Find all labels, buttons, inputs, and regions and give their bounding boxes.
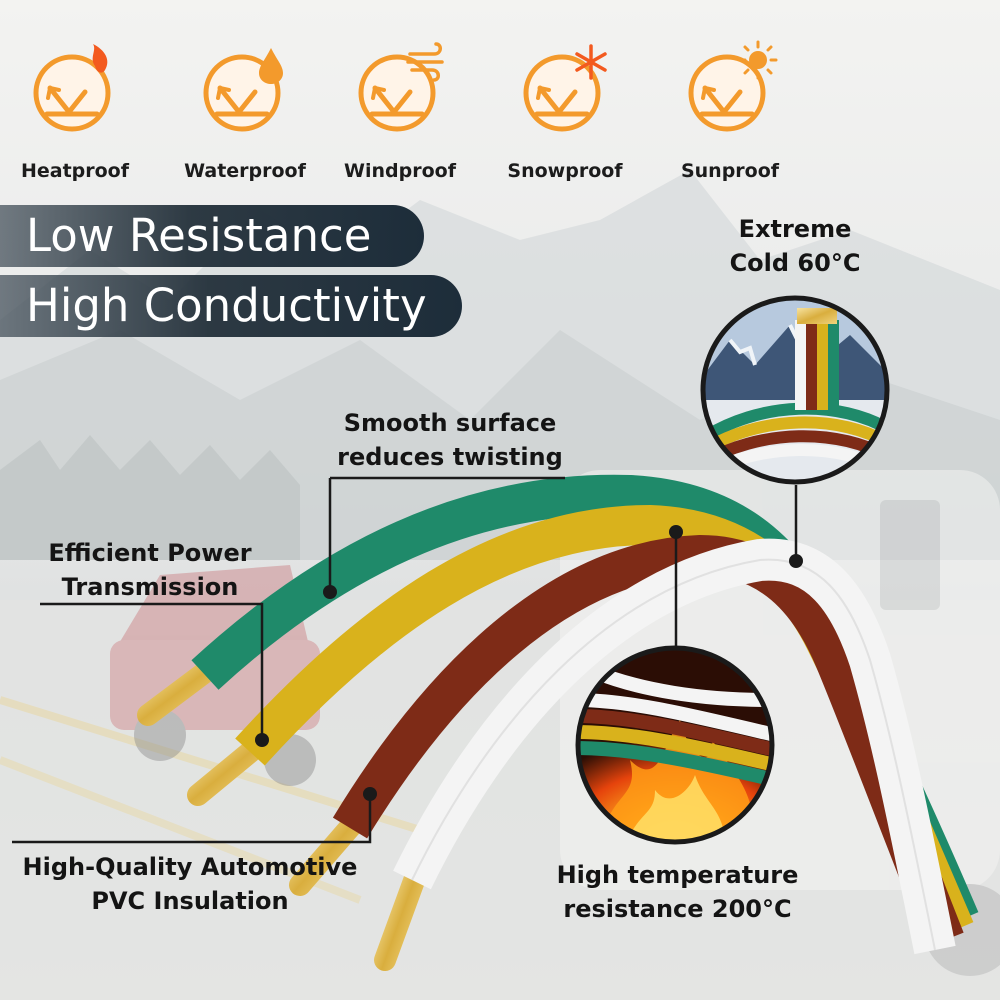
- feature-label: Windproof: [344, 160, 456, 182]
- callout-line: reduces twisting: [337, 443, 563, 471]
- feature-label: Snowproof: [507, 160, 623, 182]
- banner-high-conductivity: High Conductivity: [0, 275, 462, 337]
- callout-line: resistance 200°C: [563, 895, 792, 923]
- callout-line: Cold 60°C: [729, 249, 861, 277]
- callout-smooth-surface: Smooth surface reduces twisting: [330, 406, 570, 474]
- callout-leaders: [12, 476, 798, 844]
- feature-windproof: Windproof: [330, 40, 470, 182]
- callout-line: Smooth surface: [343, 409, 557, 437]
- callout-power-transmission: Efficient Power Transmission: [30, 536, 270, 604]
- feature-label: Heatproof: [20, 160, 130, 182]
- flame-icon: [33, 44, 111, 132]
- wind-icon: [358, 42, 444, 132]
- callout-line: High-Quality Automotive: [22, 853, 358, 881]
- callout-line: High temperature: [556, 861, 799, 889]
- sun-icon: [688, 40, 778, 132]
- water-drop-icon: [203, 48, 283, 132]
- white-wire-edge: [411, 558, 936, 951]
- callout-pvc-insulation: High-Quality Automotive PVC Insulation: [10, 850, 370, 918]
- feature-label: Sunproof: [680, 160, 780, 182]
- callout-high-temperature: High temperature resistance 200°C: [545, 858, 810, 926]
- feature-waterproof: Waterproof: [175, 40, 315, 182]
- feature-heatproof: Heatproof: [5, 40, 145, 182]
- callout-line: PVC Insulation: [91, 887, 289, 915]
- callout-line: Efficient Power: [48, 539, 252, 567]
- snowflake-icon: [523, 44, 607, 132]
- callout-extreme-cold: Extreme Cold 60°C: [705, 212, 885, 280]
- cold-detail-circle: [700, 295, 890, 485]
- copper-wire-ends: [137, 659, 426, 971]
- callout-line: Transmission: [61, 573, 239, 601]
- feature-sunproof: Sunproof: [660, 40, 800, 182]
- banner-low-resistance: Low Resistance: [0, 205, 424, 267]
- heat-detail-circle: [575, 645, 775, 845]
- tree-line: [0, 435, 300, 560]
- feature-snowproof: Snowproof: [495, 40, 635, 182]
- callout-dots: [255, 525, 803, 801]
- feature-label: Waterproof: [184, 160, 306, 182]
- callout-line: Extreme: [738, 215, 852, 243]
